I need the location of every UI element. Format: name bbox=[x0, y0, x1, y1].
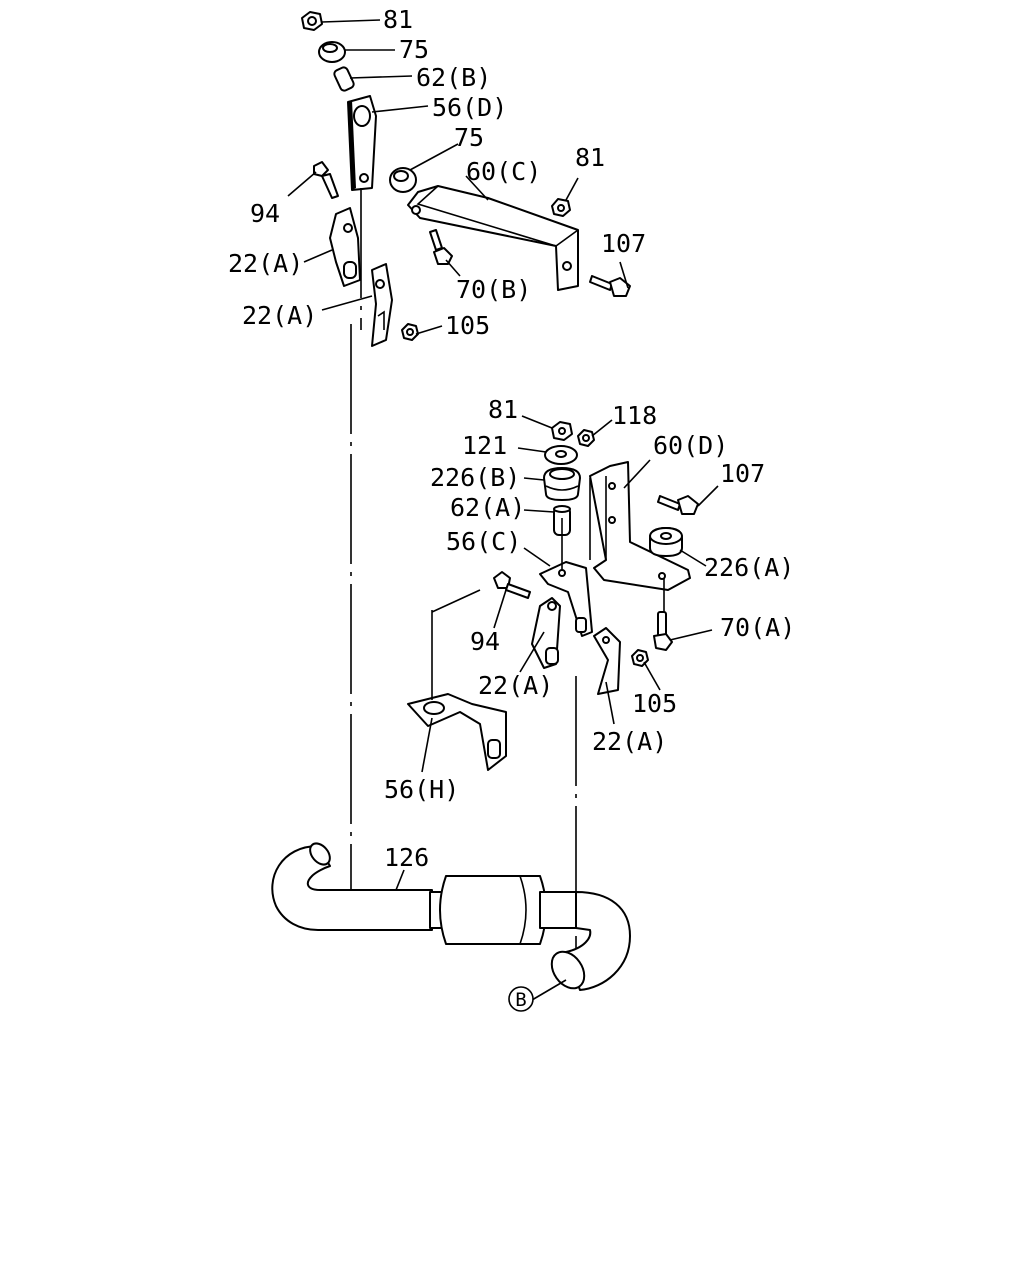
part-labels: 81 75 62(B) 56(D) 75 81 60(C) 94 107 22(… bbox=[228, 5, 795, 1012]
label-107-top: 107 bbox=[601, 229, 646, 258]
label-22a-2: 22(A) bbox=[242, 301, 317, 330]
bracket-56d bbox=[347, 95, 377, 191]
label-62b: 62(B) bbox=[416, 63, 491, 92]
label-70a: 70(A) bbox=[720, 613, 795, 642]
rubber-cushion-75-top bbox=[318, 41, 346, 63]
nut-81-low bbox=[551, 421, 573, 441]
label-b: B bbox=[515, 989, 526, 1011]
label-60d: 60(D) bbox=[653, 431, 728, 460]
label-126: 126 bbox=[384, 843, 429, 872]
clamp-22a-upper-right bbox=[371, 263, 393, 347]
label-56h: 56(H) bbox=[384, 775, 459, 804]
bracket-56c bbox=[539, 561, 593, 637]
bolt-70b bbox=[429, 229, 453, 265]
muffler-pipe-126 bbox=[271, 842, 631, 991]
label-118: 118 bbox=[612, 401, 657, 430]
label-60c: 60(C) bbox=[466, 157, 541, 186]
label-22a-4: 22(A) bbox=[592, 727, 667, 756]
label-81-top: 81 bbox=[383, 5, 413, 34]
nut-105-top bbox=[401, 323, 419, 341]
label-121: 121 bbox=[462, 431, 507, 460]
label-22a-3: 22(A) bbox=[478, 671, 553, 700]
bolt-94-top bbox=[313, 161, 339, 199]
label-56c: 56(C) bbox=[446, 527, 521, 556]
bolt-107-top bbox=[589, 275, 631, 297]
clamp-22a-lower-left bbox=[531, 597, 561, 669]
washer-121 bbox=[544, 445, 578, 465]
nut-81-top bbox=[301, 11, 323, 31]
label-22a-1: 22(A) bbox=[228, 249, 303, 278]
label-94-low: 94 bbox=[470, 627, 500, 656]
label-81-low: 81 bbox=[488, 395, 518, 424]
bracket-60c bbox=[407, 185, 579, 291]
rubber-mount-226b bbox=[543, 467, 581, 501]
label-105-top: 105 bbox=[445, 311, 490, 340]
clamp-22a-upper-left bbox=[329, 207, 361, 287]
label-226b: 226(B) bbox=[430, 463, 520, 492]
leader-lines bbox=[287, 19, 719, 1001]
bracket-60d bbox=[589, 461, 691, 591]
collar-62b bbox=[333, 66, 355, 92]
rubber-mount-226a bbox=[649, 527, 683, 557]
label-94-top: 94 bbox=[250, 199, 280, 228]
bracket-56h bbox=[407, 693, 507, 771]
reference-marker-b: B bbox=[508, 986, 534, 1012]
label-226a: 226(A) bbox=[704, 553, 794, 582]
bolt-94-low bbox=[493, 571, 531, 599]
bolt-70a bbox=[653, 611, 673, 651]
centerlines bbox=[350, 188, 665, 948]
clamp-22a-lower-right bbox=[593, 627, 621, 695]
label-62a: 62(A) bbox=[450, 493, 525, 522]
label-75-top: 75 bbox=[399, 35, 429, 64]
label-81-right: 81 bbox=[575, 143, 605, 172]
label-107-low: 107 bbox=[720, 459, 765, 488]
label-56d: 56(D) bbox=[432, 93, 507, 122]
bolt-107-low bbox=[657, 495, 699, 515]
label-105-low: 105 bbox=[632, 689, 677, 718]
label-75-mid: 75 bbox=[454, 123, 484, 152]
label-70b: 70(B) bbox=[456, 275, 531, 304]
nut-118 bbox=[577, 429, 595, 447]
rubber-cushion-75-mid bbox=[389, 167, 417, 193]
nut-81-right bbox=[551, 198, 571, 217]
